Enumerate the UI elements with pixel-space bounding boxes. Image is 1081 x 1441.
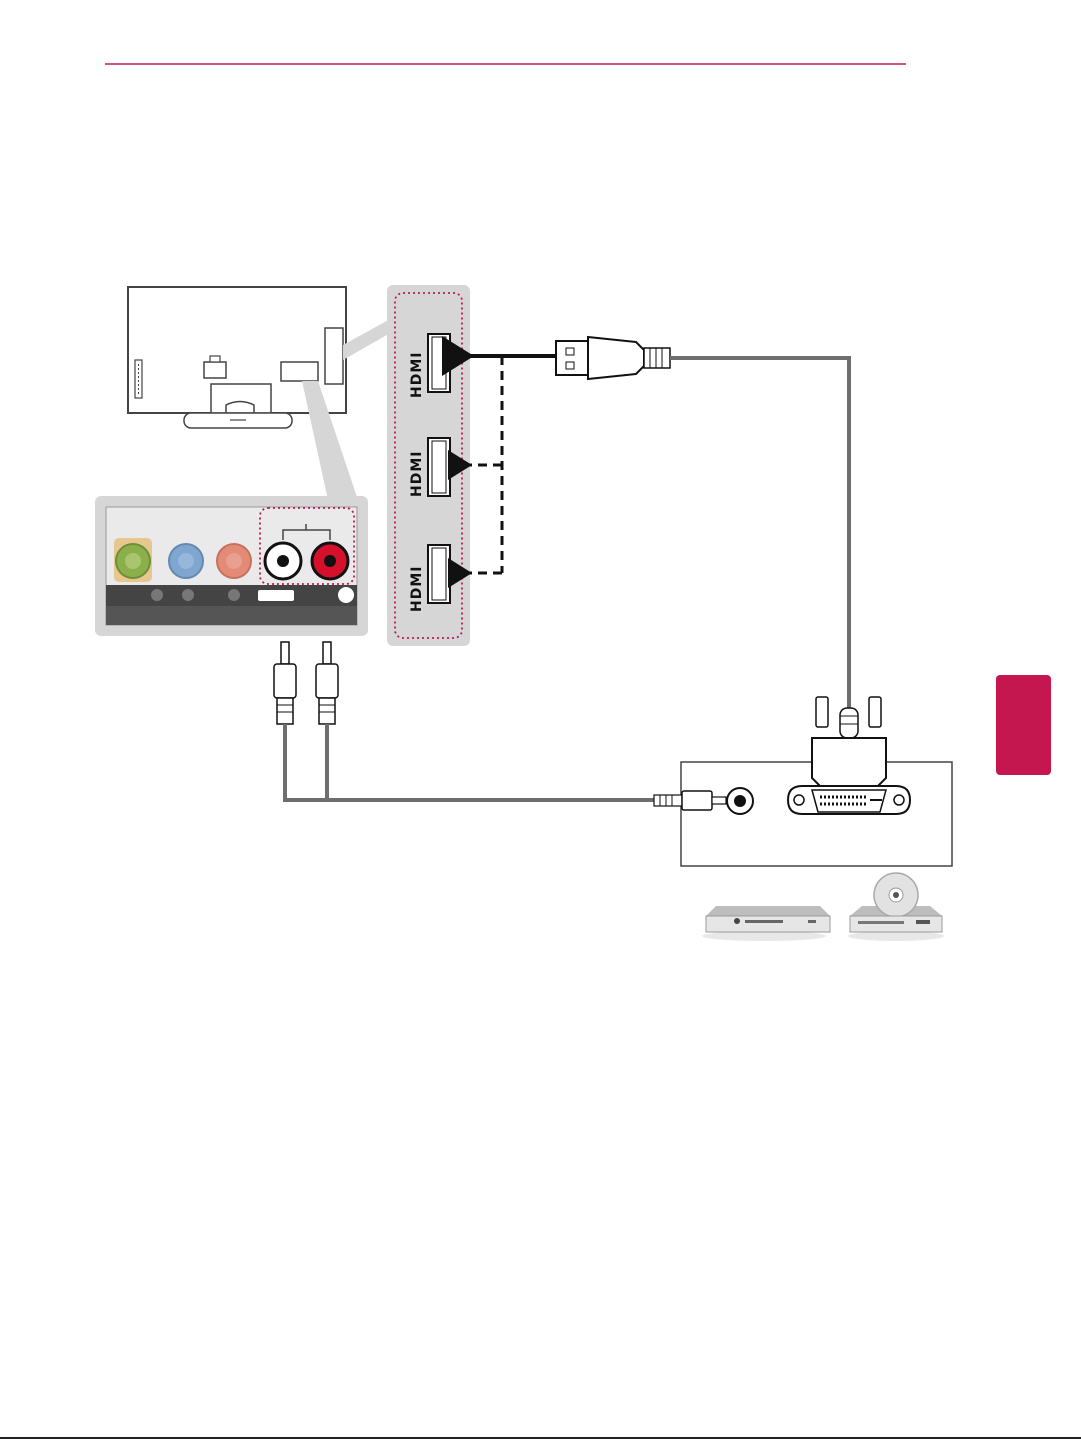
strip-marker — [228, 589, 240, 601]
dvi-connector[interactable] — [788, 697, 910, 814]
audio-cable — [285, 724, 654, 800]
strip-marker — [151, 589, 163, 601]
callout-wedge-hdmi — [343, 318, 392, 360]
strip-marker — [182, 589, 194, 601]
rca-plug-right — [316, 642, 338, 724]
rca-plug-left — [274, 642, 296, 724]
section-tab — [996, 675, 1051, 775]
jack-audio-right-red[interactable] — [312, 543, 348, 579]
hdmi-port-2-label: HDMI — [409, 451, 425, 497]
hdmi-port-3-label: HDMI — [409, 566, 425, 612]
dvd-player-icon — [702, 906, 830, 941]
disc-player-icon — [848, 873, 944, 941]
jack-red-component[interactable] — [217, 544, 251, 578]
jack-audio-left-white[interactable] — [265, 543, 301, 579]
jack-video-green[interactable] — [114, 538, 152, 582]
hdmi-port-1-label: HDMI — [409, 352, 425, 398]
jack-blue[interactable] — [169, 544, 203, 578]
strip-label-box — [258, 590, 294, 601]
hdmi-cable-plug — [556, 337, 670, 379]
hdmi-dvi-cable — [670, 358, 849, 708]
device-audio-jack[interactable] — [727, 788, 753, 814]
strip-marker-white — [338, 587, 354, 603]
